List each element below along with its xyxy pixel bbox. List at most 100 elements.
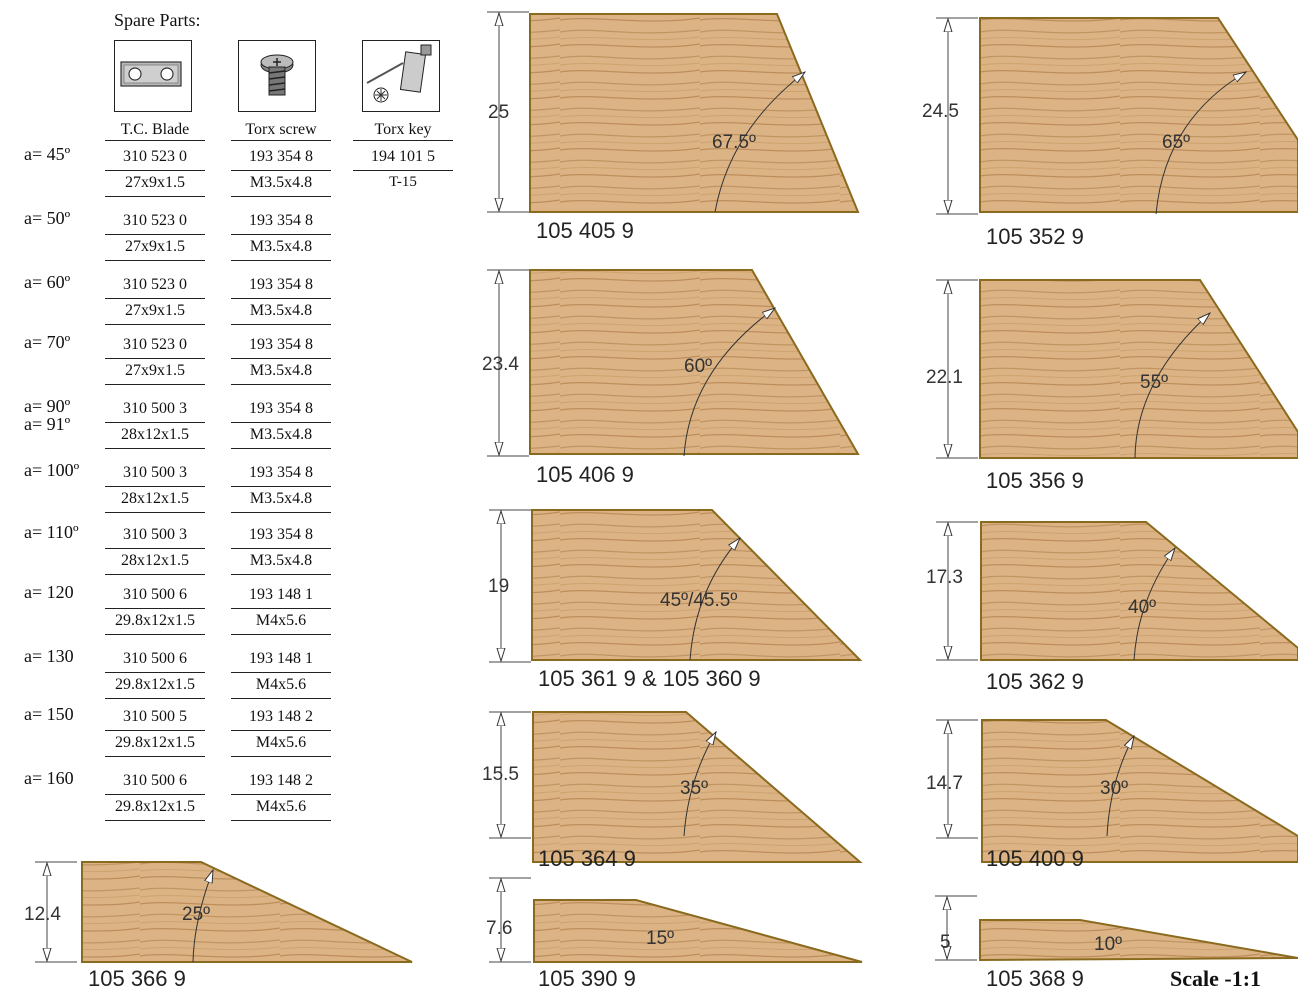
row-rule bbox=[231, 324, 331, 325]
profile-code: 105 400 9 bbox=[986, 846, 1084, 871]
blade-size: 28x12x1.5 bbox=[121, 426, 189, 443]
blade-size: 27x9x1.5 bbox=[125, 302, 185, 319]
row-rule bbox=[231, 672, 331, 673]
blade-size: 29.8x12x1.5 bbox=[115, 612, 195, 629]
profile-height: 7.6 bbox=[486, 918, 512, 939]
screw-code: 193 148 2 bbox=[249, 708, 313, 725]
profile-code: 105 390 9 bbox=[538, 966, 636, 991]
row-rule bbox=[105, 608, 205, 609]
profile-angle: 15º bbox=[646, 928, 674, 949]
row-rule bbox=[105, 730, 205, 731]
screw-code: 193 354 8 bbox=[249, 336, 313, 353]
tc-blade-header: T.C. Blade bbox=[120, 121, 190, 138]
screw-code: 193 148 1 bbox=[249, 586, 313, 603]
angle-label: a= 130 bbox=[24, 646, 74, 666]
profile-angle: 67.5º bbox=[712, 132, 756, 153]
row-rule bbox=[231, 260, 331, 261]
row-rule bbox=[231, 574, 331, 575]
blade-code: 310 500 3 bbox=[123, 464, 187, 481]
row-rule bbox=[231, 234, 331, 235]
wood-profile-shape bbox=[529, 13, 860, 213]
screw-code: 193 148 1 bbox=[249, 650, 313, 667]
wood-profile-shape bbox=[980, 521, 1298, 661]
row-rule bbox=[231, 448, 331, 449]
profile-angle: 30º bbox=[1100, 778, 1128, 799]
blade-code: 310 500 3 bbox=[123, 400, 187, 417]
torx-screw-header: Torx screw bbox=[245, 121, 317, 138]
blade-size: 28x12x1.5 bbox=[121, 552, 189, 569]
profile-height: 23.4 bbox=[482, 354, 519, 375]
row-rule bbox=[105, 324, 205, 325]
row-rule bbox=[231, 794, 331, 795]
blade-size: 27x9x1.5 bbox=[125, 238, 185, 255]
profile-code: 105 362 9 bbox=[986, 669, 1084, 694]
angle-label: a= 90º bbox=[24, 396, 71, 416]
wood-profile-shape bbox=[532, 711, 863, 863]
row-rule bbox=[105, 486, 205, 487]
profile-angle: 40º bbox=[1128, 597, 1156, 618]
angle-arc bbox=[714, 72, 805, 213]
screw-size: M4x5.6 bbox=[255, 734, 307, 751]
angle-label: a= 160 bbox=[24, 768, 74, 788]
header-rule bbox=[105, 140, 205, 141]
profile-angle: 65º bbox=[1162, 132, 1190, 153]
blade-code: 310 523 0 bbox=[123, 148, 187, 165]
row-rule bbox=[231, 422, 331, 423]
row-rule bbox=[105, 634, 205, 635]
blade-size: 27x9x1.5 bbox=[125, 174, 185, 191]
wood-profile-shape bbox=[979, 279, 1298, 459]
row-rule bbox=[105, 196, 205, 197]
screw-size: M3.5x4.8 bbox=[249, 362, 313, 379]
profile-height: 24.5 bbox=[922, 101, 959, 122]
row-rule bbox=[105, 820, 205, 821]
profile-code: 105 352 9 bbox=[986, 224, 1084, 249]
screw-size: M3.5x4.8 bbox=[249, 490, 313, 507]
angle-label: a= 91º bbox=[24, 414, 71, 434]
blade-code: 310 523 0 bbox=[123, 336, 187, 353]
blade-code: 310 500 5 bbox=[123, 708, 187, 725]
wood-profile-shape bbox=[531, 509, 863, 661]
angle-label: a= 60º bbox=[24, 272, 71, 292]
angle-arc bbox=[1155, 72, 1246, 215]
screw-size: M4x5.6 bbox=[255, 798, 307, 815]
angle-arc bbox=[1106, 736, 1134, 837]
angle-arc bbox=[683, 308, 775, 457]
angle-label: a= 70º bbox=[24, 332, 71, 352]
angle-label: a= 100º bbox=[24, 460, 80, 480]
screw-size: M3.5x4.8 bbox=[249, 426, 313, 443]
profile-drawing: 24.5 65º bbox=[922, 17, 1298, 215]
profile-angle: 45º/45.5º bbox=[660, 590, 737, 611]
torx-key-code: 194 101 5 bbox=[371, 148, 435, 165]
angle-label: a= 120 bbox=[24, 582, 74, 602]
torx-key-icon bbox=[362, 40, 440, 112]
row-rule bbox=[105, 548, 205, 549]
screw-size: M3.5x4.8 bbox=[249, 552, 313, 569]
blade-size: 29.8x12x1.5 bbox=[115, 734, 195, 751]
screw-code: 193 354 8 bbox=[249, 464, 313, 481]
row-rule bbox=[105, 298, 205, 299]
row-rule bbox=[105, 260, 205, 261]
profile-code: 105 368 9 bbox=[986, 966, 1084, 991]
row-rule bbox=[231, 196, 331, 197]
screw-size: M3.5x4.8 bbox=[249, 174, 313, 191]
blade-code: 310 500 6 bbox=[123, 772, 187, 789]
row-rule bbox=[105, 698, 205, 699]
screw-size: M3.5x4.8 bbox=[249, 302, 313, 319]
profile-drawing: 7.6 15º bbox=[486, 877, 863, 963]
angle-label: a= 150 bbox=[24, 704, 74, 724]
row-rule bbox=[105, 422, 205, 423]
screw-code: 193 354 8 bbox=[249, 148, 313, 165]
wood-profile-shape bbox=[981, 719, 1298, 863]
profile-height: 5 bbox=[940, 932, 951, 953]
torx-key-size: T-15 bbox=[389, 174, 417, 190]
profile-height: 22.1 bbox=[926, 367, 963, 388]
row-rule bbox=[231, 170, 331, 171]
row-rule bbox=[105, 756, 205, 757]
row-rule bbox=[231, 298, 331, 299]
profile-height: 12.4 bbox=[24, 904, 61, 925]
